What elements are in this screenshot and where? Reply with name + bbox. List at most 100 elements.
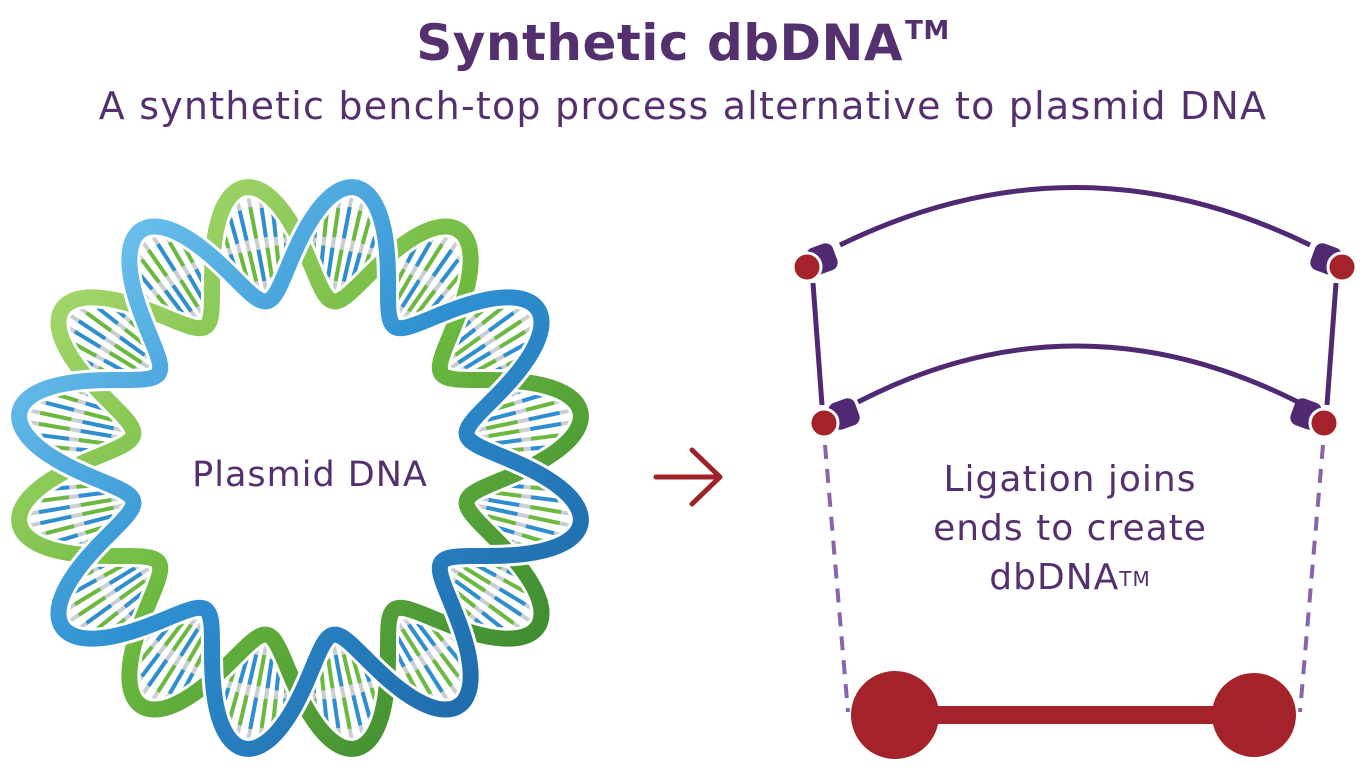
title-trademark: TM (905, 16, 950, 46)
base-pair-color (265, 658, 274, 689)
hairpin-end-icon (791, 243, 838, 283)
base-pair-color (256, 249, 267, 282)
base-pair-color (488, 497, 520, 508)
right-arrow-icon (653, 447, 723, 507)
base-pair-color (38, 421, 70, 432)
base-pair-color (73, 329, 102, 349)
left-connector-line (810, 282, 825, 406)
base-pair-color (167, 668, 186, 695)
base-pair-color (171, 623, 193, 652)
base-pair-color (530, 433, 559, 441)
base-pair-color (83, 410, 113, 422)
base-pair-color (45, 524, 75, 536)
base-pair-color (228, 218, 240, 245)
base-pair-color (113, 343, 143, 365)
base-pair-color (454, 335, 482, 357)
base-pair-color (525, 524, 555, 536)
base-pair-color (416, 621, 437, 647)
base-pair-color (395, 273, 414, 300)
base-pair-color (259, 207, 268, 238)
base-pair-color (146, 249, 169, 278)
base-pair-color (530, 421, 562, 432)
base-pair-color (457, 343, 487, 365)
base-pair-color (407, 623, 429, 652)
base-pair-color (73, 587, 102, 607)
base-pair-color (423, 243, 444, 272)
title-text: Synthetic dbDNA (416, 14, 904, 72)
base-pair-color (360, 691, 372, 718)
base-pair-color (431, 249, 454, 278)
base-pair-color (41, 433, 70, 441)
base-pair-color (400, 628, 421, 657)
base-pair-color (80, 497, 112, 508)
base-pair-color (256, 654, 267, 687)
ligation-line-2: ends to create (933, 508, 1207, 549)
base-pair-color (271, 698, 278, 723)
base-pair-color (502, 578, 527, 594)
base-pair-color (423, 664, 444, 693)
base-pair-color (39, 514, 72, 526)
base-pair-color (487, 514, 517, 526)
base-pair-color (414, 668, 433, 695)
right-connector-line (1324, 282, 1339, 406)
base-pair-color (494, 490, 522, 498)
base-pair-color (228, 691, 240, 718)
base-pair-color (488, 428, 520, 439)
base-pair-color (85, 603, 113, 625)
ligation-line-1: Ligation joins (943, 459, 1197, 500)
base-pair-color (341, 654, 353, 685)
base-pair-color (333, 249, 344, 282)
base-pair-color (247, 251, 259, 282)
base-pair-color (167, 241, 186, 268)
base-pair-color (78, 490, 106, 498)
base-pair-color (179, 279, 200, 308)
left-dashed-guide (823, 444, 850, 713)
base-pair-color (237, 210, 249, 242)
base-pair-color (493, 319, 523, 341)
base-pair-color (341, 697, 352, 730)
base-pair-color (487, 311, 515, 333)
page-subtitle: A synthetic bench-top process alternativ… (98, 84, 1268, 128)
base-pair-color (463, 566, 492, 586)
ligation-caption: Ligation joins ends to create dbDNATM (880, 455, 1260, 602)
base-pair-color (82, 419, 115, 431)
base-pair-color (439, 652, 460, 678)
base-pair-color (45, 400, 75, 412)
base-pair-color (118, 335, 146, 357)
base-pair-color (481, 610, 504, 630)
base-pair-color (407, 284, 429, 313)
base-pair-color (341, 206, 352, 239)
base-pair-color (485, 419, 518, 431)
base-pair-color (530, 504, 562, 515)
base-pair-color (454, 579, 482, 601)
page-title: Synthetic dbDNATM (0, 14, 1366, 72)
dbdna-schematic (791, 185, 1358, 759)
base-pair-color (525, 400, 555, 412)
base-pair-color (156, 243, 177, 272)
upper-strand-arc (838, 185, 1312, 248)
base-pair-color (463, 350, 492, 370)
base-pair-color (77, 595, 107, 617)
base-pair-color (237, 694, 249, 726)
base-pair-color (326, 658, 335, 689)
base-pair-color (73, 342, 98, 358)
base-pair-color (73, 578, 98, 594)
base-pair-color (248, 206, 259, 239)
base-pair-color (322, 698, 329, 723)
ligation-line-3-text: dbDNA (989, 557, 1120, 598)
base-pair-color (333, 654, 344, 687)
base-pair-color (259, 698, 268, 729)
base-pair-color (271, 213, 278, 238)
base-pair-color (186, 273, 205, 300)
base-pair-color (171, 284, 193, 313)
base-pair-color (77, 319, 107, 341)
base-pair-color (41, 495, 70, 503)
base-pair-color (439, 258, 460, 284)
base-pair-color (85, 311, 113, 333)
base-pair-color (457, 571, 487, 593)
ligation-trademark: TM (1119, 567, 1151, 591)
base-pair-color (431, 658, 454, 687)
base-pair-color (80, 428, 112, 439)
base-pair-color (322, 213, 329, 238)
